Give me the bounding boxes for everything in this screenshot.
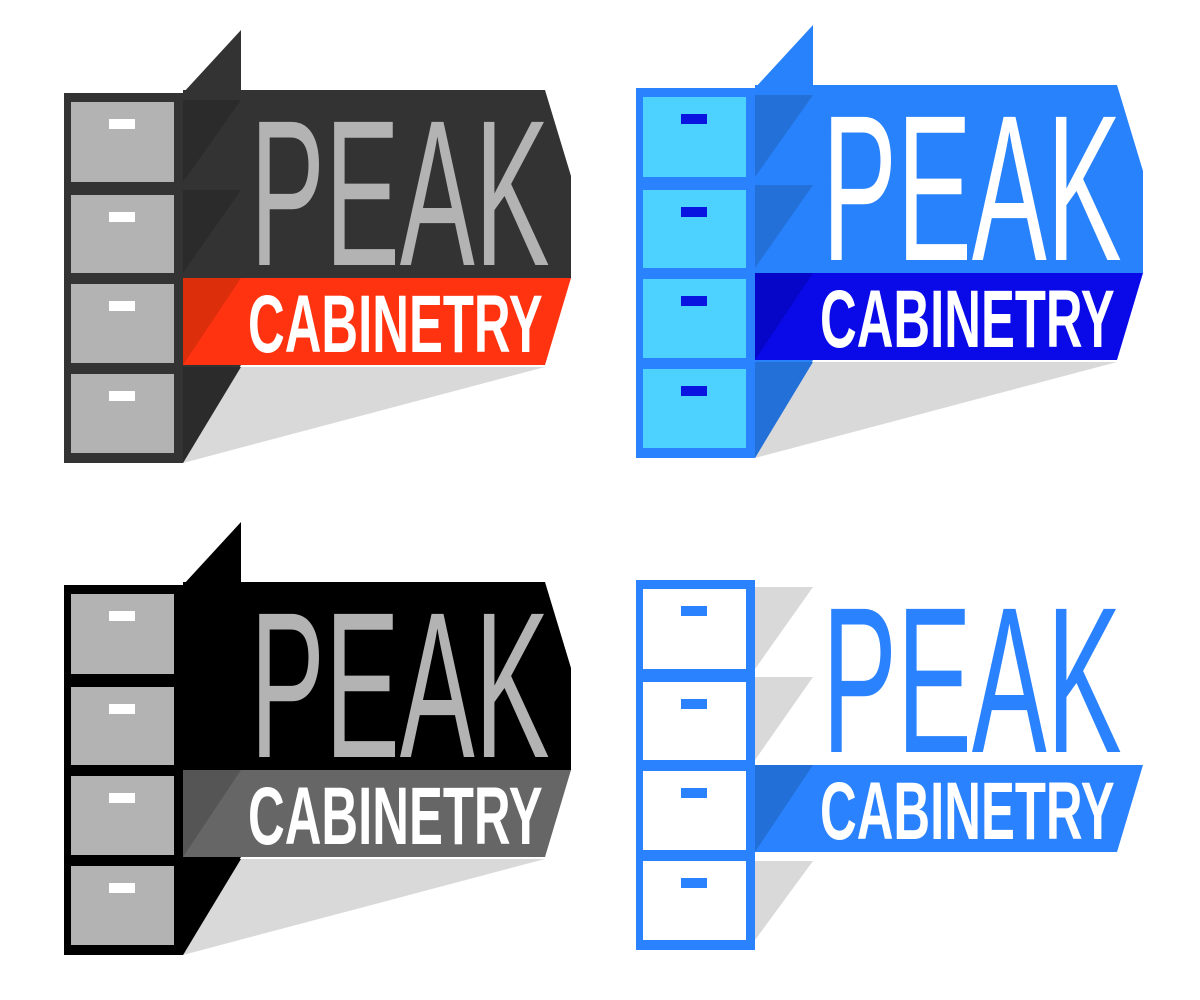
drawer-handle xyxy=(681,114,707,124)
side-shade xyxy=(755,587,813,669)
side-shade xyxy=(183,367,241,463)
cabinet-drawer xyxy=(643,861,746,940)
drawer-handle xyxy=(109,391,135,401)
cabinet-drawer xyxy=(71,102,174,182)
floor-shadow xyxy=(183,859,545,955)
logo-blue xyxy=(636,25,1143,458)
side-shade xyxy=(183,859,241,955)
side-shade xyxy=(755,185,813,268)
drawer-handle xyxy=(109,793,135,803)
drawer-handle xyxy=(681,296,707,306)
subtitle-band xyxy=(183,278,571,365)
cabinet-drawer xyxy=(643,369,746,448)
title-panel xyxy=(183,90,571,278)
drawer-handle xyxy=(681,386,707,396)
cabinet-drawer xyxy=(71,284,174,363)
band-shade xyxy=(183,770,241,857)
peak-flag xyxy=(183,522,241,585)
drawer-handle xyxy=(681,788,707,798)
cabinet-drawer xyxy=(71,374,174,453)
cabinet-drawer xyxy=(71,776,174,855)
drawer-handle xyxy=(681,207,707,217)
logo-title: PEAK xyxy=(250,570,550,801)
cabinet-drawer xyxy=(71,866,174,945)
cabinet-drawer xyxy=(643,682,746,760)
side-shade xyxy=(755,677,813,760)
cabinet-drawer xyxy=(71,195,174,273)
cabinet-drawer xyxy=(643,97,746,177)
logo-subtitle: CABINETRY xyxy=(248,279,543,370)
subtitle-band xyxy=(755,765,1143,852)
side-shade xyxy=(183,682,241,765)
logo-dark-red xyxy=(64,30,571,463)
logo-title: PEAK xyxy=(822,73,1122,304)
logo-outline-blue xyxy=(636,580,1143,950)
logo-title: PEAK xyxy=(250,78,550,309)
side-shade xyxy=(755,95,813,177)
cabinet-drawer xyxy=(643,589,746,669)
side-shade xyxy=(755,861,813,940)
drawer-handle xyxy=(681,699,707,709)
subtitle-band xyxy=(183,770,571,857)
logo-shapes-layer xyxy=(64,25,1143,955)
cabinet-drawer xyxy=(643,279,746,358)
drawer-handle xyxy=(109,119,135,129)
band-shade xyxy=(755,765,813,852)
cabinet-drawer xyxy=(71,594,174,674)
cabinet-drawer xyxy=(71,687,174,765)
band-shade xyxy=(755,273,813,360)
side-shade xyxy=(183,100,241,182)
title-panel xyxy=(755,85,1143,273)
logo-subtitle: CABINETRY xyxy=(820,766,1115,857)
drawer-handle xyxy=(681,606,707,616)
peak-flag xyxy=(183,30,241,93)
drawer-handle xyxy=(109,704,135,714)
peak-flag xyxy=(755,25,813,88)
floor-shadow xyxy=(755,362,1117,458)
logo-title: PEAK xyxy=(822,565,1122,796)
drawer-handle xyxy=(109,883,135,893)
side-shade xyxy=(183,190,241,273)
band-shade xyxy=(183,278,241,365)
subtitle-band xyxy=(755,273,1143,360)
drawer-handle xyxy=(681,878,707,888)
logo-black-gray xyxy=(64,522,571,955)
side-shade xyxy=(183,592,241,674)
floor-shadow xyxy=(183,367,545,463)
cabinet-drawer xyxy=(643,190,746,268)
drawer-handle xyxy=(109,611,135,621)
drawer-handle xyxy=(109,212,135,222)
side-shade xyxy=(755,362,813,458)
title-panel xyxy=(183,582,571,770)
logo-subtitle: CABINETRY xyxy=(248,771,543,862)
logo-text-layer: PEAKCABINETRYPEAKCABINETRYPEAKCABINETRYP… xyxy=(248,73,1122,862)
cabinet-drawer xyxy=(643,771,746,850)
drawer-handle xyxy=(109,301,135,311)
logo-subtitle: CABINETRY xyxy=(820,274,1115,365)
